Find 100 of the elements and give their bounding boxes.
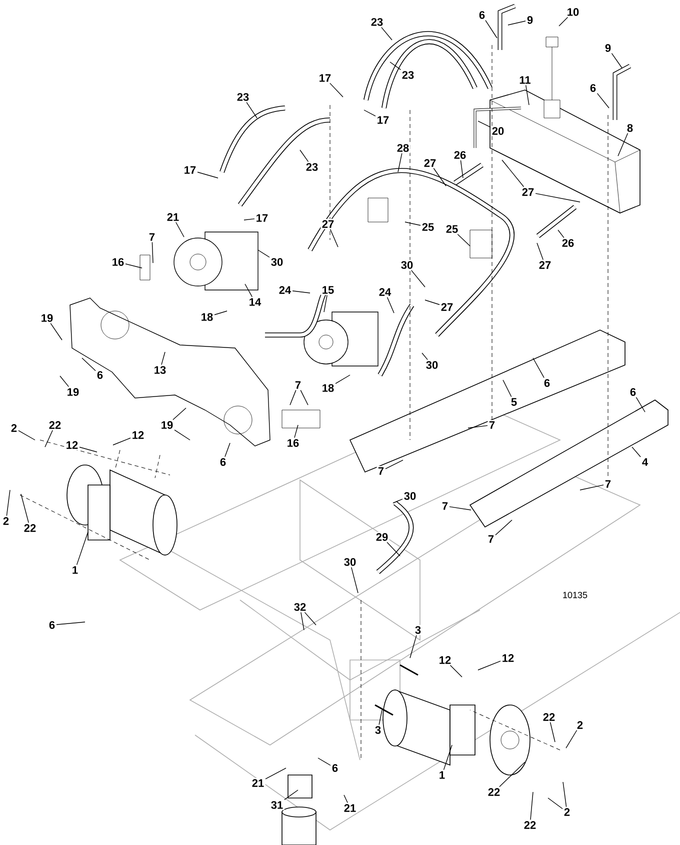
leader-line (330, 228, 338, 248)
callout-number: 30 (400, 260, 414, 270)
callout-number: 16 (110, 256, 126, 268)
callout-number: 12 (64, 440, 80, 450)
callout-number: 7 (294, 380, 302, 390)
callout-number: 17 (318, 73, 332, 83)
leader-line (535, 193, 580, 202)
leader-line (304, 612, 316, 626)
leader-line (457, 234, 470, 246)
leader-line (330, 82, 344, 98)
callout-number: 18 (320, 382, 336, 394)
leader-line (79, 446, 98, 452)
callout-number: 30 (342, 556, 358, 568)
leader-line (82, 358, 96, 372)
leader-line (550, 722, 556, 742)
callout-number: 12 (500, 652, 516, 664)
callout-number: 27 (320, 218, 336, 230)
leader-line (265, 768, 286, 780)
leader-line (125, 264, 142, 268)
leader-line (460, 160, 464, 178)
callout-number: 27 (538, 260, 552, 270)
leader-line (410, 270, 426, 288)
callout-number: 6 (218, 456, 228, 468)
callout-number: 12 (438, 654, 452, 666)
leader-line (324, 294, 328, 312)
callout-number: 9 (604, 42, 612, 54)
leader-line (386, 542, 400, 556)
callout-number: 25 (420, 222, 436, 232)
leader-line (478, 120, 491, 128)
leader-line (284, 790, 298, 800)
leader-line (6, 490, 10, 516)
leader-line (244, 284, 252, 298)
callout-number: 21 (166, 212, 180, 222)
leader-line (433, 168, 446, 186)
callout-number: 1 (438, 770, 446, 780)
callout-number: 7 (488, 420, 496, 430)
callout-number: 21 (250, 778, 266, 788)
leader-line (50, 322, 62, 340)
callout-number: 27 (422, 158, 438, 168)
leader-line (449, 506, 472, 510)
leader-line (364, 110, 376, 116)
leader-line (632, 446, 641, 458)
callout-number: 23 (304, 162, 320, 172)
leader-line (443, 744, 452, 770)
leader-line (290, 390, 296, 406)
callout-number: 17 (182, 165, 198, 175)
leader-line (502, 160, 524, 188)
leader-line (468, 425, 488, 428)
callout-number: 23 (236, 92, 250, 102)
leader-line (294, 424, 298, 438)
callout-number: 31 (270, 800, 284, 810)
callout-number: 18 (200, 312, 214, 322)
leader-line (478, 660, 501, 670)
callout-number: 6 (96, 370, 104, 380)
leader-line (20, 494, 29, 524)
leader-line (300, 150, 309, 162)
callout-number: 30 (270, 256, 284, 268)
leader-line (398, 152, 402, 172)
callout-number: 2 (10, 422, 18, 434)
callout-number: 22 (522, 820, 538, 830)
leader-line (176, 222, 184, 238)
callout-number: 30 (424, 360, 440, 370)
callout-number: 3 (374, 724, 382, 736)
figure-number: 10135 (563, 592, 588, 598)
callout-number: 7 (376, 466, 386, 476)
leader-line (618, 132, 628, 156)
leader-line (152, 242, 154, 264)
leader-line (386, 296, 394, 314)
leader-line (525, 84, 530, 106)
callout-number: 24 (278, 284, 292, 296)
callout-number: 6 (48, 620, 56, 630)
leader-line (378, 710, 382, 726)
leader-line (344, 794, 348, 804)
callout-number: 6 (588, 82, 598, 94)
leader-line (580, 484, 604, 490)
callout-number: 6 (330, 762, 340, 774)
callout-number: 13 (152, 364, 168, 376)
callout-number: 5 (510, 396, 518, 408)
leader-line (424, 300, 440, 305)
leader-line (246, 102, 258, 118)
leader-line (292, 290, 310, 294)
callout-number: 7 (148, 232, 156, 242)
callout-number: 8 (626, 122, 634, 134)
callout-number: 6 (478, 10, 486, 20)
callout-number: 26 (560, 238, 576, 248)
callout-number: 7 (486, 534, 496, 544)
callout-number: 23 (370, 16, 384, 28)
leader-line (390, 62, 402, 70)
callout-number: 30 (402, 490, 418, 502)
callout-number: 3 (414, 624, 422, 636)
leader-line (300, 390, 308, 406)
leader-line (18, 430, 36, 440)
leader-line (562, 782, 567, 808)
callout-number: 21 (342, 802, 358, 814)
leader-line (300, 612, 304, 630)
leader-line (56, 622, 86, 625)
callout-number: 7 (604, 479, 612, 489)
leader-line (596, 92, 610, 108)
leader-line (495, 520, 512, 536)
leader-line (258, 250, 270, 258)
